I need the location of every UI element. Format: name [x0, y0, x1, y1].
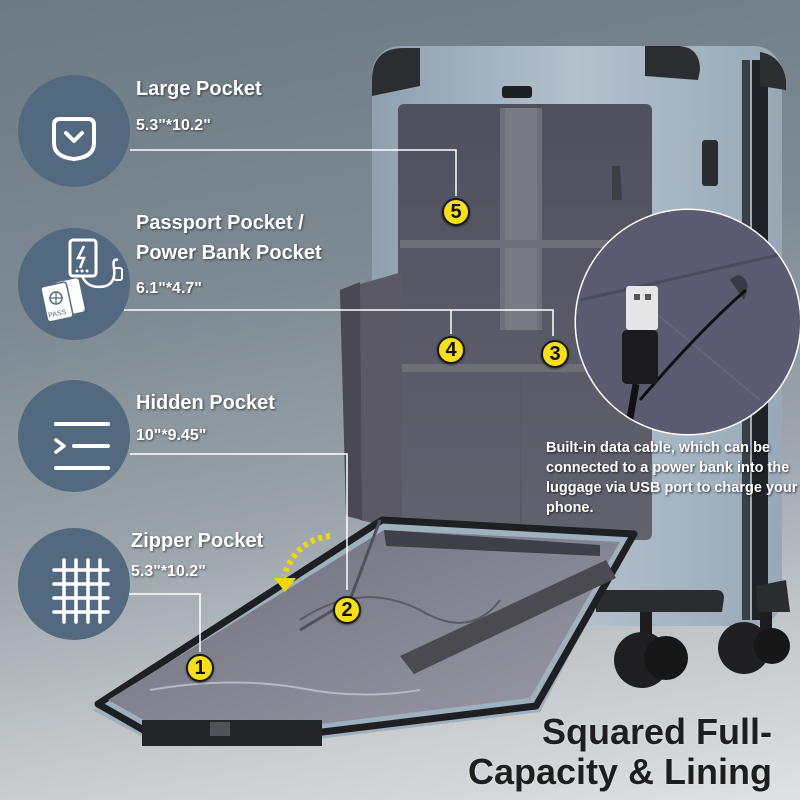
svg-text:PASS: PASS — [48, 309, 68, 320]
headline: Squared Full- Capacity & Lining — [468, 712, 772, 792]
passport-pocket-dimensions: 6.1"*4.7" — [136, 280, 202, 297]
zipper-pocket-dimensions: 5.3"*10.2" — [131, 563, 206, 580]
headline-line1: Squared Full- — [541, 711, 772, 752]
pocket-icon — [18, 75, 130, 187]
callout-badge-5: 5 — [442, 198, 470, 226]
passport-powerbank-icon: PASS — [18, 228, 130, 340]
zipper-pocket-title: Zipper Pocket — [131, 530, 264, 552]
large-pocket-dimensions: 5.3"*10.2" — [136, 117, 211, 134]
callout-badge-1: 1 — [186, 654, 214, 682]
large-pocket-title: Large Pocket — [136, 78, 262, 100]
hidden-pocket-title: Hidden Pocket — [136, 392, 275, 414]
hidden-pocket-dimensions: 10"*9.45" — [136, 427, 207, 444]
callout-badge-3: 3 — [541, 340, 569, 368]
cable-description: Built-in data cable, which can be connec… — [546, 440, 798, 516]
mesh-grid-icon — [18, 528, 130, 640]
hidden-list-icon — [18, 380, 130, 492]
callout-badge-4: 4 — [437, 336, 465, 364]
headline-line2: Capacity & Lining — [467, 751, 772, 792]
passport-pocket-title-line2: Power Bank Pocket — [136, 242, 322, 264]
passport-pocket-title-line1: Passport Pocket / — [136, 212, 304, 234]
callout-badge-2: 2 — [333, 596, 361, 624]
